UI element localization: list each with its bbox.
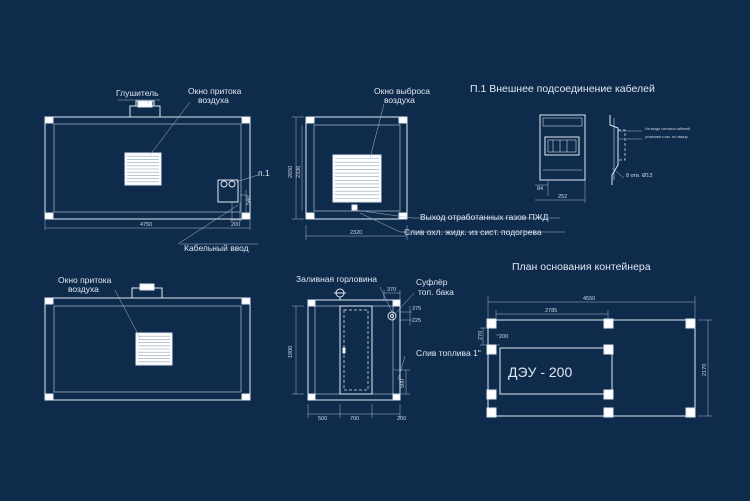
dim-370: 370 [387, 287, 396, 293]
breather-label-1: Суфлёр [416, 277, 448, 287]
dim-4550: 4550 [583, 296, 595, 302]
end-view: Окно выброса воздуха Выход отработанных … [288, 86, 565, 240]
top-view: Глушитель Окно притока воздуха п.1 Кабел… [44, 86, 270, 253]
air-exhaust-label-1: Окно выброса [374, 86, 430, 96]
dim-200-base: 200 [499, 334, 508, 340]
dim-200: 200 [397, 416, 406, 422]
side-outline [44, 297, 251, 401]
door-view-outline [307, 299, 401, 401]
detail-p1-title: П.1 Внешнее подсоединение кабелей [470, 83, 655, 95]
dim-84: 84 [537, 186, 543, 192]
muffler-label: Глушитель [116, 88, 159, 98]
door-view: Заливная горловина Суфлёр топ. бака Слив… [288, 274, 481, 422]
air-inlet-grille [124, 152, 162, 186]
door-corner-castings [307, 299, 401, 401]
air-exhaust-grille [332, 154, 382, 203]
dim-length: 4750 [140, 222, 152, 228]
base-plan-title: План основания контейнера [512, 261, 651, 273]
holes-label: 8 отв. Ø13 [626, 173, 652, 179]
side-view: Окно притока воздуха [44, 275, 251, 401]
base-plan: План основания контейнера ДЭУ - 200 4550… [478, 261, 712, 418]
side-air-inlet-grille [135, 332, 173, 366]
dim-225: 225 [412, 318, 421, 324]
dim-252: 252 [558, 194, 567, 200]
dim-h-inner: 2336 [296, 166, 302, 178]
exhaust-gas-label: Выход отработанных газов ПЖД [420, 212, 549, 222]
base-label: ДЭУ - 200 [508, 364, 572, 380]
p1-marker: п.1 [258, 168, 270, 178]
dim-h-outer: 2650 [288, 166, 294, 178]
base-label-box [499, 347, 613, 395]
dim-700: 700 [350, 416, 359, 422]
end-outline [305, 116, 408, 220]
side-air-inlet-label-2: воздуха [68, 284, 99, 294]
base-mounts [486, 318, 696, 418]
end-corner-castings [305, 116, 408, 220]
filler-neck-label: Заливная горловина [296, 274, 377, 284]
corner-castings [44, 116, 251, 220]
cable-entry-box [217, 179, 239, 203]
side-corner-castings [44, 297, 251, 401]
door [339, 305, 373, 395]
fuel-drain-label: Слив топлива 1" [416, 348, 481, 358]
dim-2170: 2170 [702, 364, 708, 376]
cable-box-front [539, 114, 586, 181]
end-inner [313, 124, 401, 212]
container-inner [53, 123, 242, 213]
dim-375: 375 [412, 306, 421, 312]
container-outline [44, 116, 251, 220]
air-exhaust-label-2: воздуха [384, 95, 415, 105]
dim-500: 500 [318, 416, 327, 422]
coolant-drain-label: Слив охл. жидк. из сист. подогрева [404, 227, 542, 237]
detail-p1: П.1 Внешнее подсоединение кабелей 84 252… [470, 83, 690, 203]
dim-2785: 2785 [545, 308, 557, 314]
dim-1900: 1900 [288, 346, 294, 358]
dim-cable-w: 200 [231, 222, 240, 228]
air-inlet-label-2: воздуха [198, 95, 229, 105]
dim-270: 270 [478, 331, 484, 340]
breather [387, 311, 397, 321]
air-inlet-label-1: Окно притока [188, 86, 242, 96]
side-air-inlet-label-1: Окно притока [58, 275, 112, 285]
dim-width: 2320 [350, 230, 362, 236]
dim-500v: 500 [400, 379, 406, 388]
side-inner [53, 305, 242, 393]
note-line-2: установить кас. по заказу [645, 135, 688, 139]
cable-box-side [609, 115, 619, 185]
dim-cable-h: 540 [246, 196, 252, 205]
note-line-1: На входе силовых кабелей [645, 127, 690, 131]
breather-label-2: топ. бака [418, 287, 454, 297]
cable-entry-label: Кабельный ввод [184, 243, 249, 253]
base-outline [487, 319, 696, 417]
